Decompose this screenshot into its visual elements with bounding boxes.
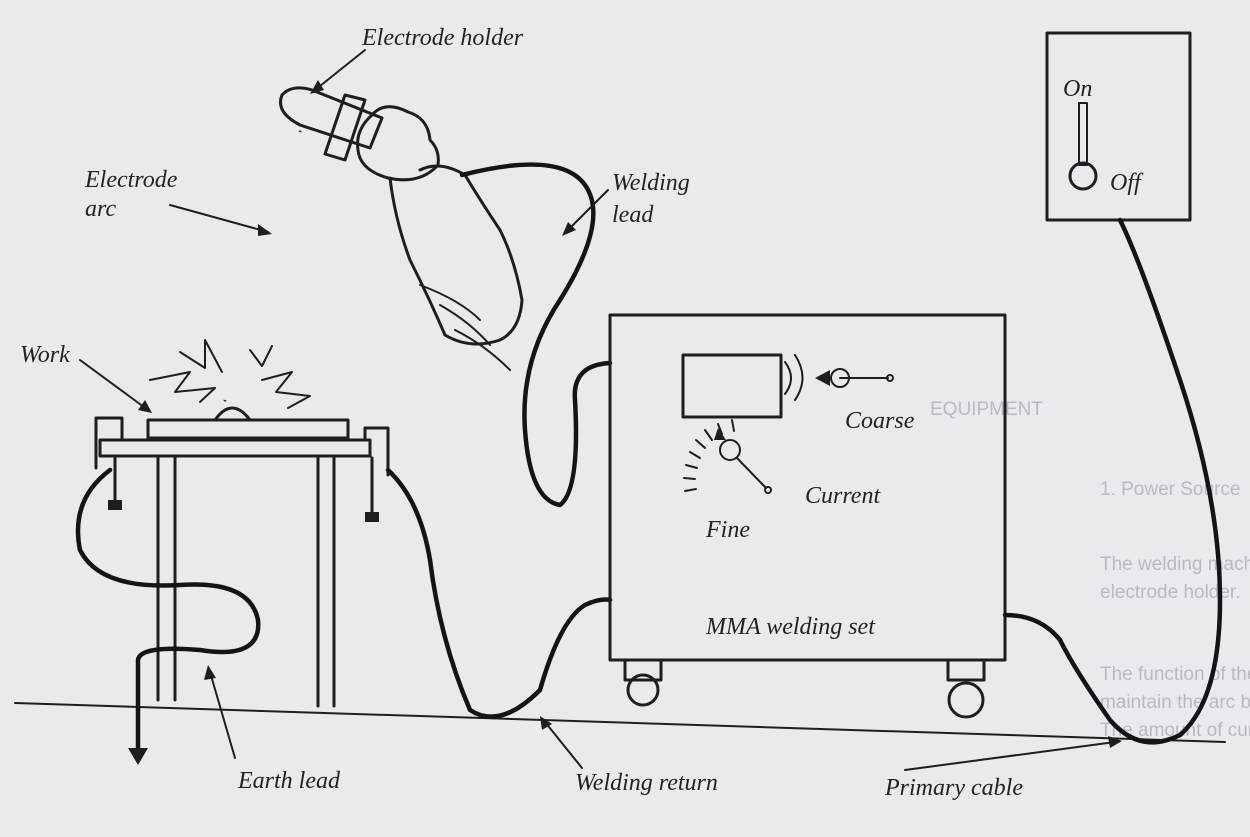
bg-para-1: The welding machine consists of a power …	[1100, 554, 1250, 575]
label-leaders	[79, 49, 1122, 771]
wheel-bracket-left	[623, 658, 663, 682]
earth-lead-cable	[75, 467, 261, 758]
label-fine: Fine	[705, 517, 750, 543]
electrode-rod-core	[223, 131, 302, 401]
label-arc: arc	[85, 196, 116, 222]
label-primary-cable: Primary cable	[884, 775, 1023, 801]
table-rail	[98, 438, 372, 458]
clamp-left	[94, 416, 124, 470]
bg-item: 1. Power Source	[1100, 479, 1240, 500]
wheel-left	[626, 673, 660, 707]
bg-para-2c: The amount of current is varied by the p…	[1100, 720, 1250, 741]
label-welding-return: Welding return	[575, 770, 718, 796]
label-current: Current	[805, 483, 881, 509]
clamp-left-knob	[108, 500, 122, 510]
label-lead: lead	[612, 202, 654, 228]
switch-lever	[1078, 102, 1088, 166]
bg-para-2b: maintain the arc between the electrode a…	[1100, 692, 1250, 713]
bg-heading: EQUIPMENT	[930, 399, 1043, 420]
fine-knob	[719, 439, 741, 461]
switch-knob	[1068, 161, 1098, 191]
coarse-pointer	[815, 370, 830, 386]
machine-display	[681, 353, 783, 419]
label-electrode-holder: Electrode holder	[361, 25, 524, 51]
label-coarse: Coarse	[845, 408, 915, 434]
label-electrode: Electrode	[84, 167, 178, 193]
label-mma-welding-set: MMA welding set	[705, 614, 876, 640]
electrode-holder	[279, 86, 384, 162]
arm-sleeve	[388, 164, 524, 346]
coarse-knob	[830, 368, 850, 388]
arm-fold-3	[454, 329, 511, 371]
label-earth-lead: Earth lead	[237, 768, 341, 794]
label-off: Off	[1110, 170, 1144, 196]
ground-line	[14, 702, 1226, 743]
clamp-right	[363, 426, 390, 477]
workpiece-bead	[213, 406, 252, 422]
coarse-arc-2	[784, 361, 792, 395]
clamp-right-knob	[365, 512, 379, 522]
bg-para-1b: electrode holder.	[1100, 582, 1241, 603]
background-page-text: EQUIPMENT 1. Power Source The welding ma…	[930, 399, 1250, 741]
label-on: On	[1063, 76, 1092, 102]
label-welding: Welding	[612, 170, 690, 196]
welding-lead-cable	[459, 162, 613, 508]
label-work: Work	[20, 342, 70, 368]
arm-fold-1	[419, 284, 481, 321]
wheel-bracket-right	[946, 658, 986, 682]
fine-knob-stem	[736, 457, 767, 489]
fine-knob-end	[764, 486, 772, 494]
welding-machine	[608, 313, 1007, 719]
arm-fold-2	[439, 304, 491, 346]
primary-cable	[1002, 217, 1223, 745]
coarse-arc-1	[794, 354, 804, 401]
arc-sparks	[149, 339, 311, 409]
wheel-right	[947, 681, 985, 719]
fine-pointer	[714, 428, 726, 440]
work-table	[94, 406, 390, 708]
earth-arrow	[128, 748, 148, 765]
table-top	[146, 418, 350, 440]
bg-para-2: The function of the power source is to p…	[1100, 664, 1250, 685]
machine-body	[608, 313, 1007, 662]
fine-dial-ticks	[683, 419, 735, 492]
coarse-knob-end	[886, 374, 894, 382]
welding-return-cable	[385, 467, 613, 719]
